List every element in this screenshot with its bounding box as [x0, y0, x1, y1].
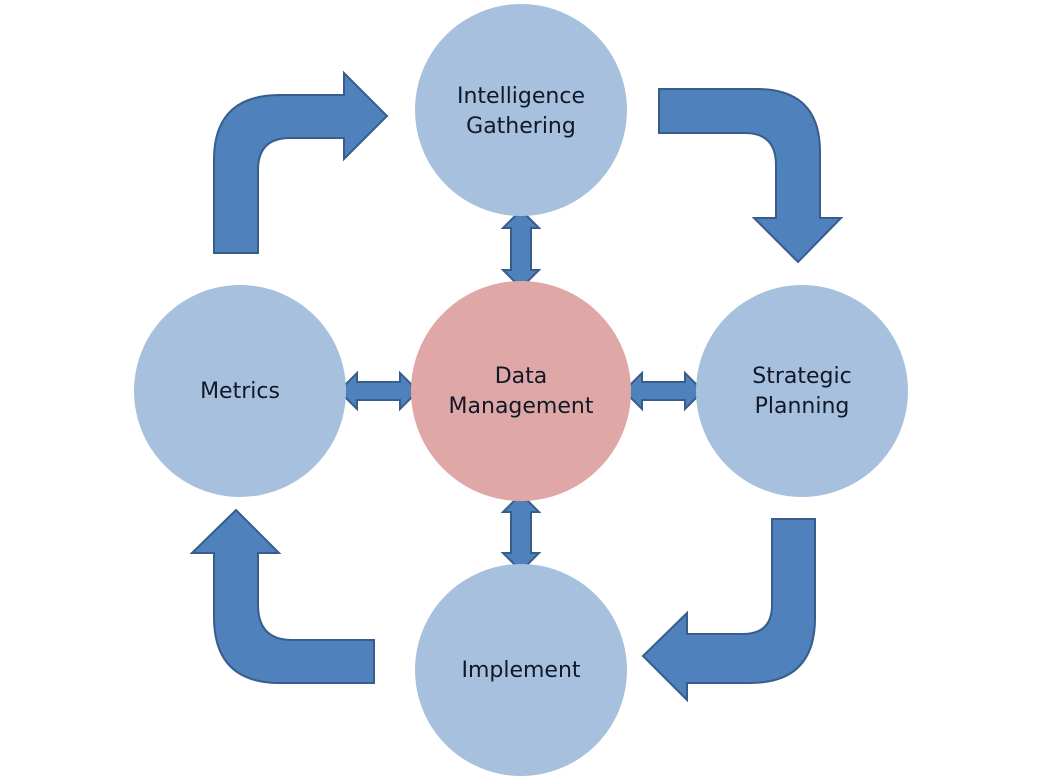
- node-label-line: Management: [449, 394, 594, 419]
- node-label-line: Gathering: [466, 114, 576, 139]
- node-intelligence-gathering: Intelligence Gathering: [415, 4, 627, 216]
- double-arrow-data-intelligence: [500, 208, 542, 290]
- center-node-circle: [411, 281, 631, 501]
- node-label-line: Metrics: [200, 379, 280, 404]
- node-circle: [696, 285, 908, 497]
- arrow-implement-to-metrics: [189, 508, 375, 684]
- node-label-line: Data: [495, 364, 548, 389]
- arrow-strategic-to-implement: [641, 518, 816, 703]
- arrow-metrics-to-intelligence: [213, 70, 389, 254]
- node-label-line: Planning: [755, 394, 850, 419]
- node-circle: [134, 285, 346, 497]
- node-circle: [415, 564, 627, 776]
- node-data-management: Data Management: [411, 281, 631, 501]
- node-circle: [415, 4, 627, 216]
- double-arrow-data-metrics: [337, 370, 420, 412]
- arrow-intelligence-to-strategic: [658, 88, 844, 264]
- node-strategic-planning: Strategic Planning: [696, 285, 908, 497]
- node-label-line: Intelligence: [457, 84, 585, 109]
- node-label-line: Strategic: [752, 364, 851, 389]
- node-metrics: Metrics: [134, 285, 346, 497]
- double-arrow-data-strategic: [622, 370, 705, 412]
- double-arrow-data-implement: [500, 492, 542, 573]
- node-implement: Implement: [415, 564, 627, 776]
- node-label-line: Implement: [461, 658, 580, 683]
